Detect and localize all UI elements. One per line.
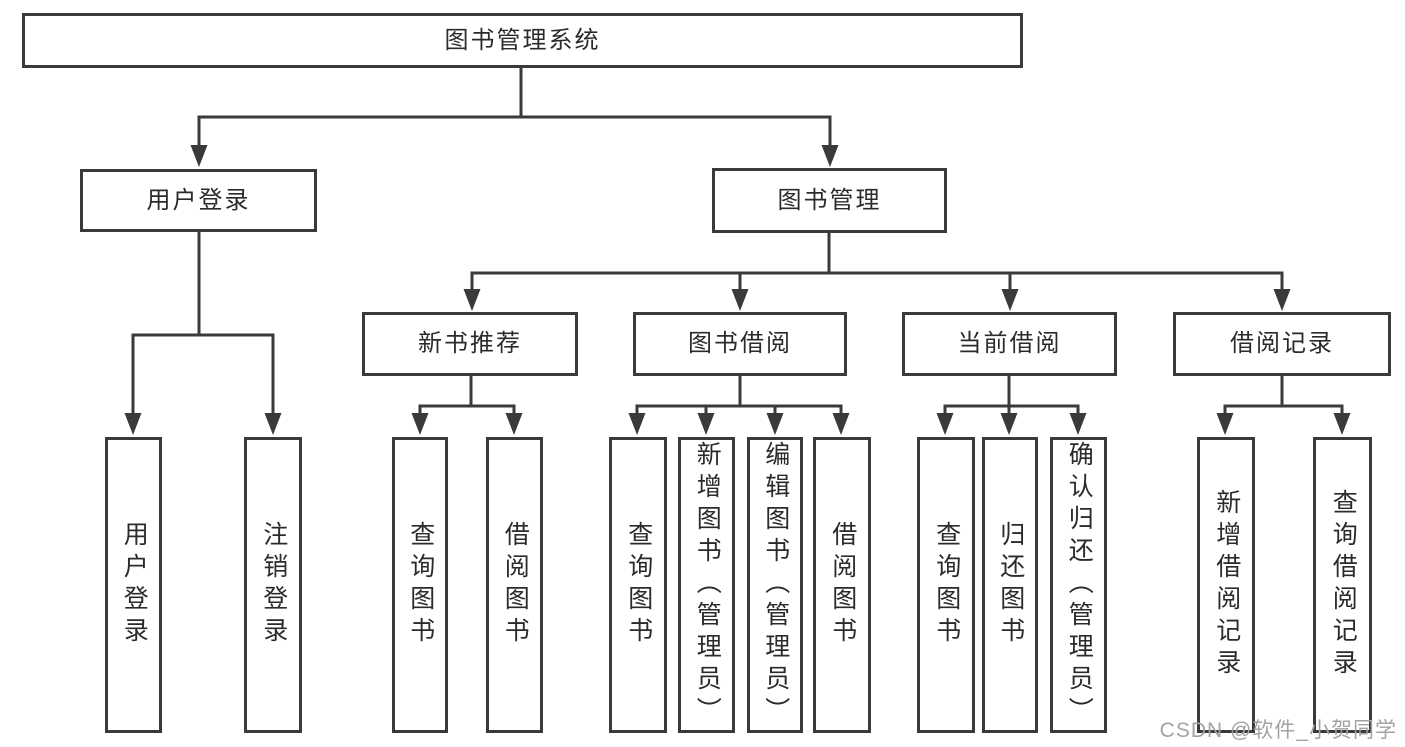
connector-current-leaves: [943, 404, 1080, 418]
arrowhead-icon: [821, 145, 839, 167]
connector-newrec-leaves: [418, 404, 516, 418]
arrowhead-icon: [190, 145, 208, 167]
leaf-query-borrow-record: 查询借阅记录: [1313, 437, 1372, 733]
leaf-return-books: 归还图书: [982, 437, 1038, 733]
arrowhead-icon: [832, 413, 850, 435]
node-library-system: 图书管理系统: [22, 13, 1023, 68]
leaf-query-books-borrowing: 查询图书: [609, 437, 667, 733]
leaf-borrow-books-borrowing: 借阅图书: [813, 437, 871, 733]
connector-record-leaves: [1223, 404, 1344, 418]
arrowhead-icon: [1333, 413, 1351, 435]
arrowhead-icon: [1069, 413, 1087, 435]
arrowheads: [124, 145, 1351, 435]
leaf-confirm-return-admin: 确认归还（管理员）: [1050, 437, 1107, 733]
arrowhead-icon: [505, 413, 523, 435]
arrowhead-icon: [1216, 413, 1234, 435]
leaf-logout: 注销登录: [244, 437, 302, 733]
arrowhead-icon: [697, 413, 715, 435]
leaf-query-books-recommend: 查询图书: [392, 437, 448, 733]
node-new-book-recommend: 新书推荐: [362, 312, 578, 376]
connector-root-to-level2: [197, 68, 832, 150]
csdn-watermark: CSDN @软件_小贺同学: [1159, 719, 1397, 742]
node-current-borrowing: 当前借阅: [902, 312, 1117, 376]
arrowhead-icon: [463, 289, 481, 311]
node-book-borrowing: 图书借阅: [633, 312, 847, 376]
connector-level3-stems: [469, 376, 1284, 408]
arrowhead-icon: [731, 289, 749, 311]
arrowhead-icon: [1000, 413, 1018, 435]
arrowhead-icon: [936, 413, 954, 435]
connector-borrow-leaves: [635, 404, 843, 418]
node-book-management: 图书管理: [712, 168, 947, 233]
arrowhead-icon: [411, 413, 429, 435]
leaf-edit-books-admin: 编辑图书（管理员）: [747, 437, 803, 733]
leaf-borrow-books-recommend: 借阅图书: [486, 437, 543, 733]
connector-mgmt-to-level3: [470, 233, 1284, 294]
connector-login-to-leaves: [131, 232, 275, 418]
arrowhead-icon: [766, 413, 784, 435]
leaf-add-books-admin: 新增图书（管理员）: [678, 437, 735, 733]
leaf-query-books-current: 查询图书: [917, 437, 975, 733]
arrowhead-icon: [628, 413, 646, 435]
leaf-add-borrow-record: 新增借阅记录: [1197, 437, 1255, 733]
arrowhead-icon: [264, 413, 282, 435]
node-borrowing-records: 借阅记录: [1173, 312, 1391, 376]
arrowhead-icon: [1001, 289, 1019, 311]
arrowhead-icon: [1273, 289, 1291, 311]
node-user-login: 用户登录: [80, 169, 317, 232]
leaf-user-login: 用户登录: [105, 437, 162, 733]
arrowhead-icon: [124, 413, 142, 435]
